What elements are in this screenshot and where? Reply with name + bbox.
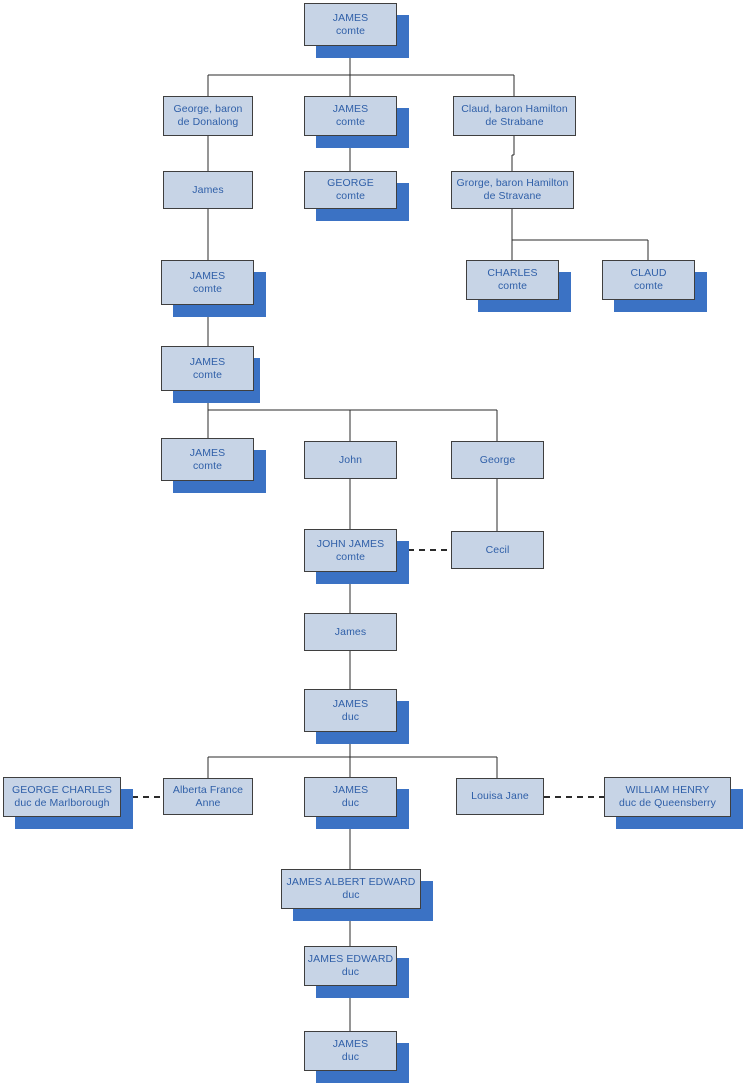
person-name: JAMES [189,355,226,368]
person-title: duc [341,966,360,978]
person-name: JOHN JAMES [316,537,385,550]
person-name: John [338,453,363,466]
person-node-n13[interactable]: John [304,441,397,479]
person-title: duc [342,889,360,901]
person-title: duc de Queensberry [619,797,716,809]
person-name: GEORGE [327,177,374,189]
person-name: James [192,183,224,196]
person-title: duc [341,1051,360,1063]
person-title: de Strabane [485,116,544,128]
person-title: comte [633,280,664,292]
person-title: de Donalong [177,116,239,128]
person-title: comte [335,116,366,128]
person-node-n16[interactable]: Cecil [451,531,544,569]
person-name: Cecil [485,543,510,556]
person-title: comte [335,550,366,563]
person-node-n22[interactable]: Louisa Jane [456,778,544,815]
person-name: JAMES [332,1038,369,1050]
person-name: JAMES [189,269,226,282]
person-name: JAMES [189,446,226,459]
person-name: JAMES [332,11,369,24]
person-name: Claud, baron Hamilton [461,103,568,115]
person-name: JAMES ALBERT EDWARD [286,876,416,888]
person-name: CHARLES [487,267,538,279]
person-title: duc [341,710,360,723]
person-name: JAMES [332,784,369,796]
person-title: duc [341,797,360,809]
person-title: comte [192,282,223,295]
person-name: George, baron [173,103,243,115]
person-name: JAMES [332,697,369,710]
person-title: Anne [195,796,221,809]
person-name: Grorge, baron Hamilton [456,177,569,189]
person-node-n5[interactable]: James [163,171,253,209]
person-name: GEORGE CHARLES [11,784,112,796]
person-title: comte [497,280,528,292]
person-name: Alberta France [172,783,244,796]
person-title: comte [335,24,366,37]
person-name: JAMES EDWARD [307,953,394,965]
person-name: WILLIAM HENRY [625,784,710,796]
person-title: de Stravane [483,190,542,202]
person-name: CLAUD [630,267,667,279]
person-title: duc de Marlborough [14,797,110,809]
person-name: James [334,625,367,638]
person-node-n14[interactable]: George [451,441,544,479]
person-node-n17[interactable]: James [304,613,397,651]
person-title: comte [192,459,223,472]
person-name: George [479,453,516,466]
person-title: comte [192,368,223,381]
person-title: comte [335,190,366,202]
person-name: JAMES [332,103,369,115]
person-name: Louisa Jane [471,790,529,802]
